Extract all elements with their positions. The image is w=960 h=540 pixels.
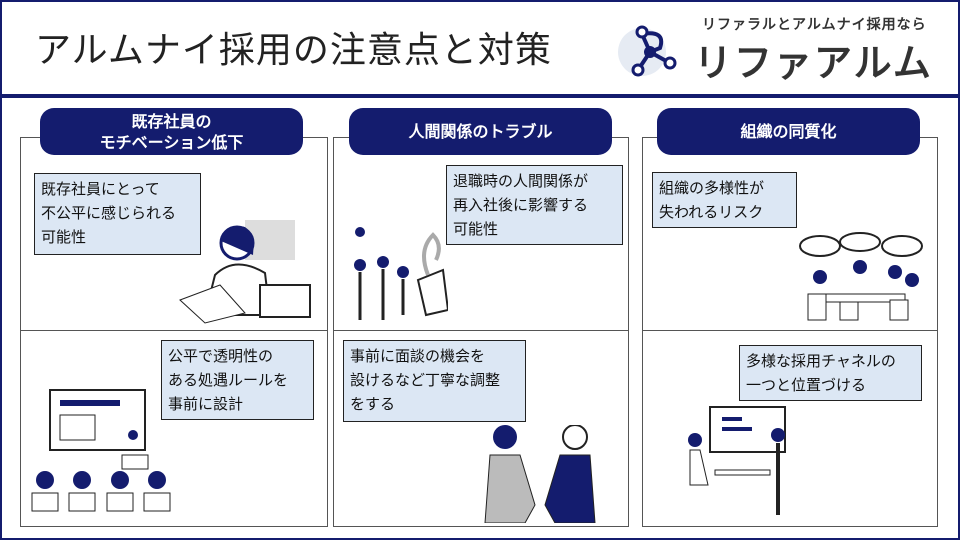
text-line: 退職時の人間関係が <box>453 172 589 190</box>
solution-box: 多様な採用チャネルの一つと位置づける <box>739 345 922 401</box>
problem-box: 既存社員にとって不公平に感じられる可能性 <box>34 173 201 255</box>
solution-box: 公平で透明性のある処遇ルールを事前に設計 <box>161 340 314 420</box>
text-line: 可能性 <box>453 220 499 238</box>
logo: リファラルとアルムナイ採用なら リファアルム <box>614 12 950 92</box>
text-line: をする <box>350 395 396 413</box>
divider <box>21 330 327 331</box>
text-line: 事前に面談の機会を <box>350 347 486 365</box>
heading-relationships: 人間関係のトラブル <box>349 108 612 155</box>
heading-motivation: 既存社員のモチベーション低下 <box>40 108 303 155</box>
text-line: 設けるなど丁寧な調整 <box>350 371 501 389</box>
problem-box: 組織の多様性が失われるリスク <box>652 172 797 228</box>
logo-tagline: リファラルとアルムナイ採用なら <box>702 17 927 33</box>
heading-homogenization: 組織の同質化 <box>657 108 920 155</box>
logo-network-icon <box>618 25 677 77</box>
header: アルムナイ採用の注意点と対策 リファラルとアルムナイ採用なら リファアルム <box>2 2 958 94</box>
text-line: 多様な採用チャネルの <box>746 352 896 370</box>
solution-box: 事前に面談の機会を設けるなど丁寧な調整をする <box>343 340 526 422</box>
interview-illustration <box>688 406 786 515</box>
presentation-illustration <box>31 389 171 512</box>
text-line: 既存社員にとって <box>41 180 160 198</box>
text-line: 事前に設計 <box>168 395 244 413</box>
meeting-illustration <box>799 232 923 321</box>
text-line: 失われるリスク <box>659 203 764 221</box>
text-line: ある処遇ルールを <box>168 371 289 389</box>
heading-line: モチベーション低下 <box>99 132 244 152</box>
logo-name: リファアルム <box>694 41 933 85</box>
text-line: 公平で透明性の <box>168 347 274 365</box>
text-line: 組織の多様性が <box>659 179 765 197</box>
divider <box>334 330 628 331</box>
page-title: アルムナイ採用の注意点と対策 <box>35 30 552 71</box>
heading-line: 既存社員の <box>131 111 212 131</box>
divider <box>643 330 937 331</box>
problem-box: 退職時の人間関係が再入社後に影響する可能性 <box>446 165 623 245</box>
text-line: 再入社後に影響する <box>453 196 589 214</box>
header-divider <box>0 94 960 98</box>
text-line: 不公平に感じられる <box>41 204 177 222</box>
tired-worker-illustration <box>179 220 311 324</box>
conflict-illustration <box>354 227 448 320</box>
handshake-illustration <box>484 425 596 523</box>
text-line: 可能性 <box>41 228 87 246</box>
text-line: 一つと位置づける <box>746 376 867 394</box>
